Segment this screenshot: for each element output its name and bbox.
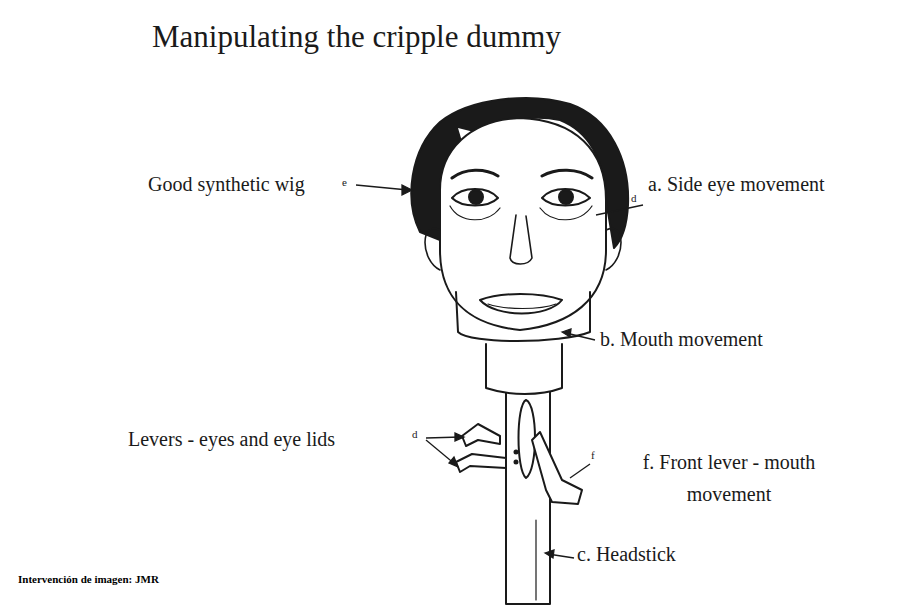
part-label: f. Front lever - mouth movement (604, 446, 854, 510)
callout-letter: d (631, 192, 637, 205)
part-label: Levers - eyes and eye lids (128, 427, 335, 451)
neck (486, 344, 562, 394)
credit-note: Intervención de imagen: JMR (18, 573, 159, 586)
eye-lever (462, 424, 500, 446)
face (440, 118, 606, 330)
part-label: a. Side eye movement (648, 172, 825, 196)
diagram-title: Manipulating the cripple dummy (152, 18, 561, 55)
callout-letter: e (342, 176, 347, 189)
part-label: c. Headstick (577, 542, 676, 566)
callout-letter: f (591, 449, 595, 462)
eyelid-lever (456, 454, 506, 472)
headstick (506, 385, 550, 604)
part-label: b. Mouth movement (600, 327, 763, 351)
mouth-jaw (456, 292, 590, 341)
part-label: Good synthetic wig (148, 172, 305, 196)
front-lever (532, 432, 582, 504)
callout-letter: d (412, 428, 418, 441)
eyes (452, 189, 590, 206)
